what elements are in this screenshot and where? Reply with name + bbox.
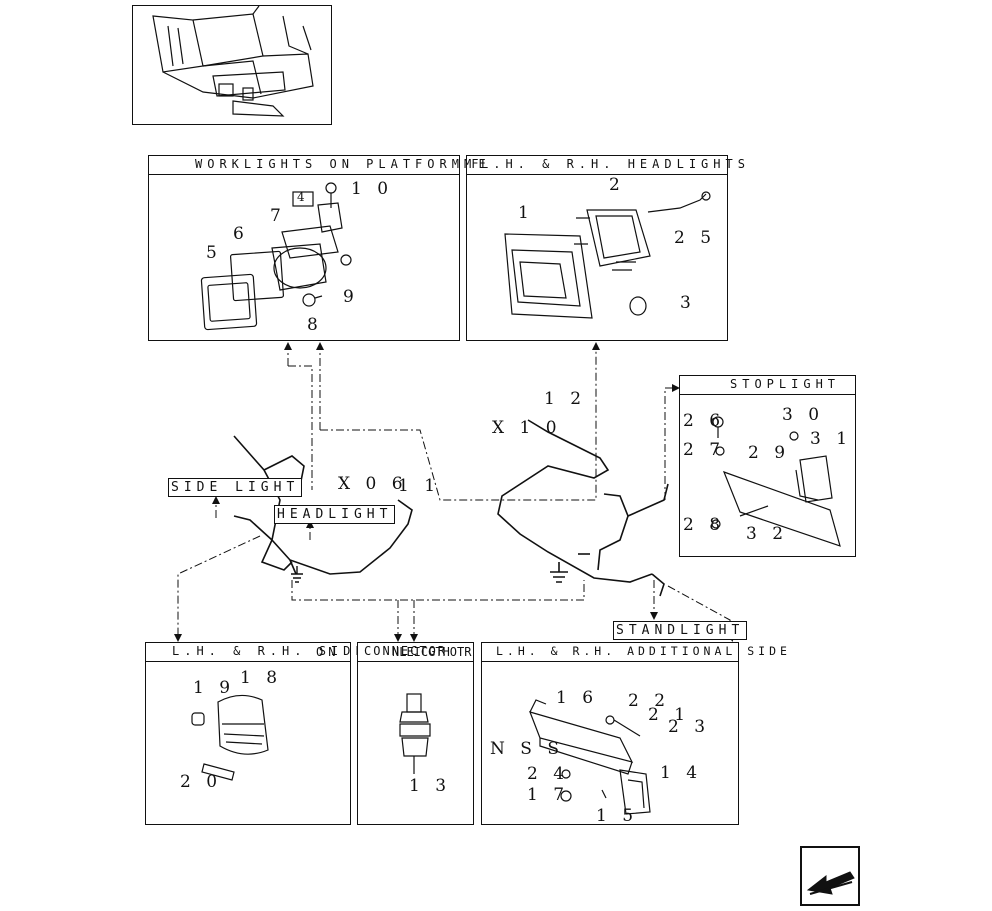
- title-fragment: ON: [316, 645, 341, 659]
- label-headlight: HEADLIGHT: [274, 505, 396, 524]
- part-number: 3 2: [746, 524, 789, 544]
- part-number: 1 6: [556, 688, 599, 708]
- panel-additional-side: L.H. & R.H. ADDITIONAL SIDE: [481, 642, 787, 825]
- part-number: 1 5: [596, 806, 639, 826]
- label-stand-light: STANDLIGHT: [613, 621, 748, 640]
- part-number: 1 0: [351, 179, 394, 199]
- panel-title-bar: [146, 643, 350, 662]
- panel-side-light: L.H. & R.H. SIDE: [145, 642, 363, 825]
- part-number: 2 9: [748, 443, 791, 463]
- part-number: 9: [343, 287, 359, 307]
- panel-title: L.H. & R.H. SIDE: [172, 644, 368, 658]
- part-number: 1 9: [193, 678, 236, 698]
- part-number: 1 3: [409, 776, 452, 796]
- part-number: 3: [680, 293, 696, 313]
- part-number: 2 0: [180, 772, 223, 792]
- side-light-parts: [191, 694, 269, 781]
- part-number: 2 4: [527, 764, 570, 784]
- title-fragment: NLEICGTHOTR: [392, 645, 472, 659]
- part-number: 2 1: [648, 705, 691, 725]
- ground-symbol-left: [291, 566, 303, 583]
- worklight-parts: [200, 182, 352, 331]
- part-number: 5: [206, 243, 222, 263]
- harness-right: [497, 419, 669, 597]
- arrow-left-icon: [806, 871, 855, 895]
- connector-part: [399, 693, 431, 774]
- additional-side-parts: [529, 699, 651, 815]
- label-side-light: SIDE LIGHT: [168, 478, 303, 497]
- panel-title: WORKLIGHTS ON PLATFORM: [195, 157, 464, 171]
- panel-title-bar: [358, 643, 473, 662]
- panel-stoplight: STOPLIGHT: [679, 375, 856, 557]
- part-number: 2 8: [683, 515, 726, 535]
- part-number: 8: [307, 315, 323, 335]
- callout-box-label: 4: [297, 190, 310, 204]
- panel-title: L.H. & R.H. HEADLIGHTS: [481, 157, 750, 171]
- part-number: 2 6: [683, 411, 726, 431]
- panel-connector: CONNECTOR: [357, 642, 474, 825]
- ground-symbol-right: [550, 553, 590, 583]
- panel-title: STOPLIGHT: [730, 377, 841, 391]
- part-number: 2: [609, 175, 625, 195]
- part-number: 2 2: [628, 691, 671, 711]
- part-number: N S S: [490, 739, 564, 759]
- part-number: 3 1: [810, 429, 853, 449]
- part-number: 2 3: [668, 717, 711, 737]
- panel-title-bar: [680, 376, 855, 395]
- part-number: 1 8: [240, 668, 283, 688]
- stoplight-parts: [711, 416, 841, 547]
- panel-headlights: L.H. & R.H. HEADLIGHTS: [466, 155, 745, 341]
- connector-x06: X 0 6: [338, 474, 408, 494]
- part-number: 1 4: [660, 763, 703, 783]
- panel-title-bar: [149, 156, 459, 175]
- tractor-platform-illustration: [152, 5, 314, 117]
- part-number: 2 5: [674, 228, 717, 248]
- panel-title-bar: [467, 156, 727, 175]
- part-number: 2 7: [683, 440, 726, 460]
- panel-title-bar: [482, 643, 738, 662]
- headlight-parts: [504, 191, 711, 319]
- title-fragment: MFE: [464, 157, 486, 171]
- part-number: 6: [233, 224, 249, 244]
- part-number-11: 1 1: [398, 476, 441, 496]
- part-number-12: 1 2: [544, 389, 587, 409]
- panel-title: CONNECTOR: [364, 644, 448, 658]
- part-number: 1 7: [527, 785, 570, 805]
- connector-x10: X 1 0: [492, 418, 562, 438]
- part-number: 7: [270, 206, 286, 226]
- panel-title: L.H. & R.H. ADDITIONAL SIDE: [496, 644, 791, 658]
- callout-box-4: [292, 191, 314, 207]
- locator-inset: [132, 5, 332, 125]
- previous-page-button[interactable]: [800, 846, 860, 906]
- part-number: 3 0: [782, 405, 825, 425]
- part-number: 1: [518, 203, 534, 223]
